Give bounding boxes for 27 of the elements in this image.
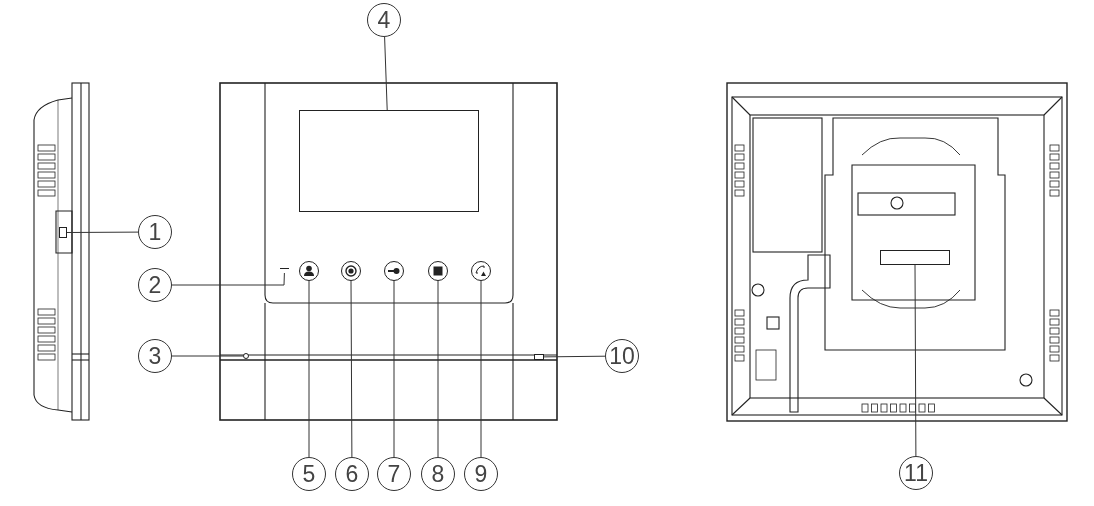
leader-line — [393, 280, 395, 458]
light-strip — [534, 354, 544, 360]
leader-line — [350, 280, 353, 458]
callout-number: 1 — [138, 215, 172, 249]
led-indicator — [243, 353, 249, 359]
leader-line — [437, 280, 439, 458]
callout-number: 6 — [335, 457, 369, 491]
mounting-clip — [880, 250, 950, 265]
leader-line — [171, 272, 285, 286]
screen — [299, 110, 479, 212]
leader-line — [914, 264, 917, 457]
callout-number: 5 — [292, 457, 326, 491]
callout-number: 9 — [464, 457, 498, 491]
callout-number: 3 — [138, 339, 172, 373]
leader-line — [171, 355, 244, 357]
callout-number: 2 — [138, 268, 172, 302]
leader-line — [66, 231, 139, 233]
leader-line — [384, 36, 388, 111]
side-port — [59, 227, 67, 238]
leader-line — [480, 280, 482, 458]
callout-number: 7 — [377, 457, 411, 491]
callout-number: 8 — [421, 457, 455, 491]
leader-line — [543, 355, 606, 358]
leader-line — [308, 280, 310, 458]
callout-number: 4 — [367, 3, 401, 37]
callout-number: 11 — [899, 456, 933, 490]
callout-number: 10 — [605, 339, 639, 373]
